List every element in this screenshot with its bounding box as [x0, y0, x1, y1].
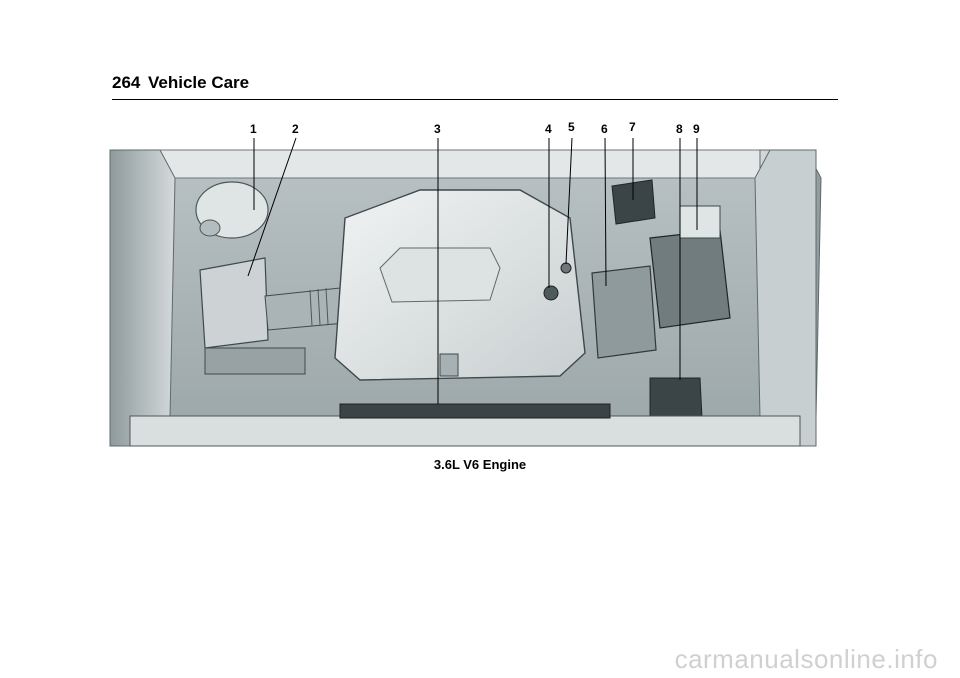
header-rule — [112, 99, 838, 100]
callout-1: 1 — [250, 122, 257, 136]
cowl-panel — [149, 149, 806, 179]
fuse-block — [591, 265, 657, 359]
section-title: Vehicle Care — [148, 73, 250, 92]
radiator-support — [129, 415, 801, 447]
brake-reservoir — [611, 179, 656, 225]
watermark: carmanualsonline.info — [674, 644, 938, 674]
figure-caption: 3.6L V6 Engine — [433, 457, 527, 472]
leader-line-2 — [247, 137, 297, 277]
intake-bellows — [309, 287, 329, 327]
leader-line-5 — [565, 137, 573, 265]
callout-labels: 1 2 3 4 5 6 7 8 9 — [250, 120, 700, 136]
callout-3: 3 — [434, 122, 441, 136]
left-fender — [109, 149, 176, 447]
right-fender-panel — [754, 149, 817, 447]
callout-9: 9 — [693, 122, 700, 136]
callout-4: 4 — [545, 122, 552, 136]
dipstick-handle — [543, 285, 559, 301]
oil-fill-cap — [439, 353, 459, 377]
brake-fluid-cap — [560, 262, 572, 274]
air-filter-base — [204, 347, 306, 375]
intake-duct — [264, 287, 346, 331]
leader-line-6 — [604, 137, 607, 287]
engine-cover-emblem — [379, 247, 501, 303]
callout-group — [247, 137, 698, 404]
callout-8: 8 — [676, 122, 683, 136]
callout-2: 2 — [292, 122, 299, 136]
engine-illustration: 1 2 3 4 5 6 7 8 9 — [109, 120, 822, 447]
washer-fluid-reservoir — [649, 377, 703, 421]
air-filter-housing — [199, 257, 269, 349]
page-number: 264 — [112, 73, 141, 92]
radiator-top-hose — [339, 403, 611, 419]
callout-5: 5 — [568, 120, 575, 134]
battery-cover — [679, 205, 721, 239]
callout-6: 6 — [601, 122, 608, 136]
coolant-cap — [199, 219, 221, 237]
battery — [649, 229, 731, 329]
callout-7: 7 — [629, 120, 636, 134]
engine-compartment-figure: 1 2 3 4 5 6 7 8 9 — [0, 118, 960, 448]
